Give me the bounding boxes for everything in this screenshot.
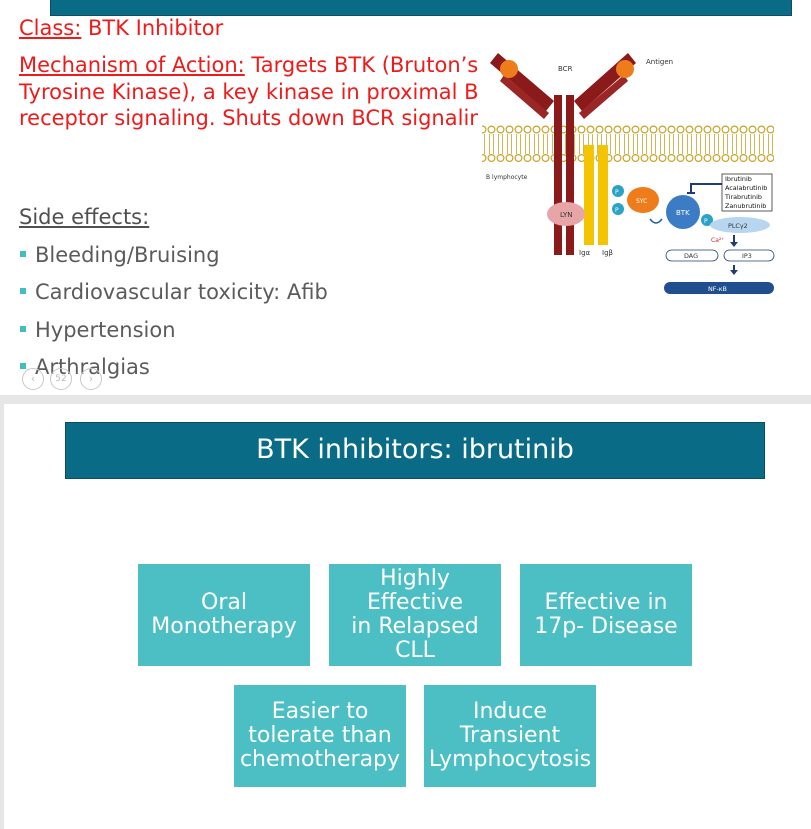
side-effect-text: Bleeding/Bruising (35, 243, 220, 267)
plcy2-node (710, 217, 770, 233)
plcy2-label: PLCγ2 (728, 222, 748, 230)
syc-label: SYC (636, 198, 647, 205)
dag-label: DAG (684, 252, 698, 260)
moa-line-3: receptor signaling. Shuts down BCR signa… (19, 106, 496, 130)
feature-box: Oral Monotherapy (138, 564, 310, 666)
bullet-icon (20, 326, 26, 332)
feature-box: Induce Transient Lymphocytosis (424, 685, 596, 787)
moa-line-2: Tyrosine Kinase), a key kinase in proxim… (19, 80, 523, 104)
class-label: Class: (19, 16, 82, 40)
inhibitor-name: Tirabrutinib (724, 193, 762, 201)
lyn-node (547, 202, 585, 226)
bcr-label: BCR (558, 65, 573, 73)
p-label: P (704, 218, 708, 225)
moa-label: Mechanism of Action: (19, 53, 245, 77)
moa-text-1: Targets BTK (Bruton’s (244, 53, 479, 77)
nfkb-node (664, 282, 774, 294)
class-line: Class: BTK Inhibitor (19, 15, 223, 41)
bullet-icon (20, 363, 26, 369)
bcr-signaling-diagram: BCR Antigen B lymphocyte Igα Igβ LYN P P… (478, 45, 778, 297)
slide-title: BTK inhibitors: ibrutinib (65, 422, 765, 479)
inhibitor-name: Zanubrutinib (725, 202, 766, 210)
chevron-right-icon[interactable]: › (80, 368, 102, 390)
side-effects-title: Side effects: (19, 205, 150, 229)
slide-btk-inhibitor: Class: BTK Inhibitor Mechanism of Action… (0, 0, 811, 395)
feature-box: Highly Effective in Relapsed CLL (329, 564, 501, 666)
antigen-label: Antigen (646, 58, 673, 66)
side-effect-text: Hypertension (35, 318, 176, 342)
bullet-icon (20, 288, 26, 294)
calcium-label: Ca²⁺ (711, 237, 724, 244)
igb-label: Igβ (602, 249, 613, 257)
p-label: P (615, 189, 619, 196)
cell-membrane (482, 123, 774, 163)
feature-box: Effective in 17p- Disease (520, 564, 692, 666)
side-effect-text: Cardiovascular toxicity: Afib (35, 280, 328, 304)
inhibitor-name: Acalabrutinib (725, 184, 767, 192)
b-lymphocyte-label: B lymphocyte (486, 174, 528, 181)
dag-node (665, 249, 719, 262)
page-number: 52 (50, 368, 72, 390)
side-effect-item: Cardiovascular toxicity: Afib (20, 280, 328, 304)
slide-ibrutinib: BTK inhibitors: ibrutinib Oral Monothera… (4, 404, 811, 829)
p-label: P (615, 207, 619, 214)
btk-label: BTK (676, 209, 690, 217)
inhibitors-list (721, 173, 773, 212)
ip3-node (723, 249, 775, 262)
iga-chain (584, 145, 594, 245)
btk-node (666, 195, 700, 229)
iga-label: Igα (579, 249, 591, 257)
chevron-left-icon[interactable]: ‹ (22, 368, 44, 390)
moa-line-1: Mechanism of Action: Targets BTK (Bruton… (19, 52, 478, 78)
igb-chain (598, 145, 608, 245)
inhibitor-name: Ibrutinib (725, 175, 752, 183)
side-effect-item: Bleeding/Bruising (20, 243, 220, 267)
ip3-label: IP3 (742, 252, 752, 260)
feature-box: Easier to tolerate than chemotherapy (234, 685, 406, 787)
syc-node (627, 187, 659, 213)
nfkb-label: NF-κB (708, 285, 727, 293)
bullet-icon (20, 251, 26, 257)
top-banner (50, 0, 792, 16)
class-value: BTK Inhibitor (81, 16, 224, 40)
lyn-label: LYN (560, 211, 572, 219)
side-effect-item: Hypertension (20, 318, 176, 342)
bcr-receptor (490, 53, 636, 255)
